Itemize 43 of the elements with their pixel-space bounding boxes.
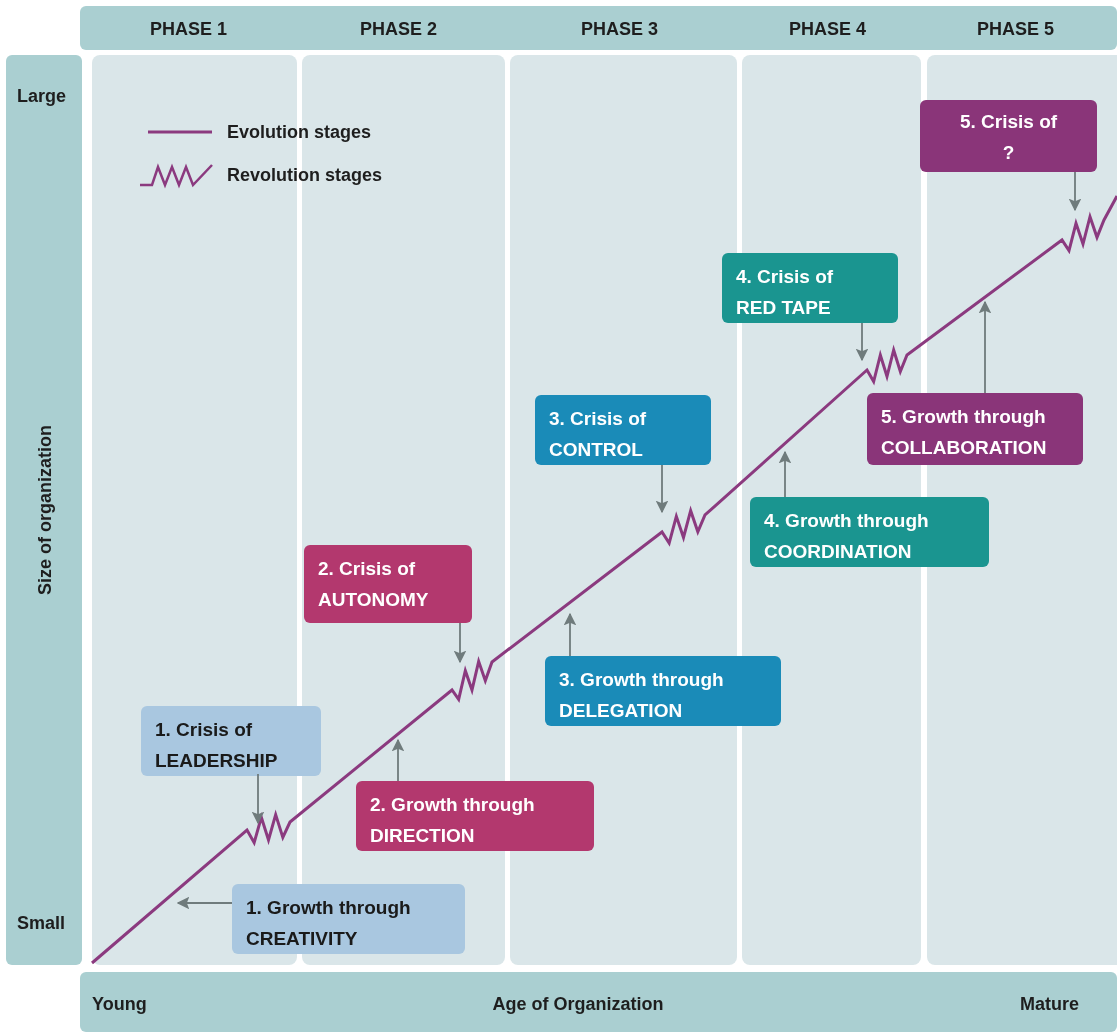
axis-label: Young — [92, 993, 147, 1015]
axis-label: Size of organization — [34, 425, 56, 595]
callout-box — [920, 100, 1097, 172]
axis-label: Mature — [1020, 993, 1079, 1015]
callout-box — [141, 706, 321, 776]
callout-text: 4. Crisis of RED TAPE — [736, 265, 835, 320]
leader-arrow — [391, 738, 405, 782]
callout-text: 4. Growth through COORDINATION — [764, 509, 930, 564]
callout-text: 3. Crisis of CONTROL — [549, 407, 648, 462]
leader-arrow — [176, 896, 233, 910]
phase-label: PHASE 5 — [977, 18, 1055, 40]
callout-box — [232, 884, 465, 954]
phase-label: PHASE 3 — [581, 18, 659, 40]
leader-arrow — [563, 612, 577, 657]
callout-box — [722, 253, 898, 323]
legend-text: Evolution stages — [227, 121, 372, 143]
callout-box — [535, 395, 711, 465]
leader-arrow — [453, 622, 467, 664]
callout-text: 5. Crisis of ? — [958, 110, 1059, 165]
callout-text: 1. Crisis of LEADERSHIP — [155, 718, 279, 773]
callout-box — [750, 497, 989, 567]
leader-arrow — [855, 322, 869, 362]
leader-arrow — [978, 300, 992, 394]
phase-label: PHASE 2 — [360, 18, 438, 40]
callout-text: 1. Growth through CREATIVITY — [246, 896, 412, 951]
callout-text: 5. Growth through COLLABORATION — [881, 405, 1048, 460]
callout-box — [304, 545, 472, 623]
axis-label: Age of Organization — [492, 993, 664, 1015]
callout-box — [867, 393, 1083, 465]
leader-arrow — [251, 773, 265, 825]
leader-arrow — [778, 450, 792, 498]
axis-label: Small — [17, 912, 66, 934]
callout-text: 3. Growth through DELEGATION — [559, 668, 725, 723]
callout-box — [356, 781, 594, 851]
phase-label: PHASE 4 — [789, 18, 867, 40]
callout-box — [545, 656, 781, 726]
axis-label: Large — [17, 85, 67, 107]
legend-text: Revolution stages — [227, 164, 383, 186]
phase-label: PHASE 1 — [150, 18, 228, 40]
callout-text: 2. Crisis of AUTONOMY — [318, 557, 430, 612]
leader-arrow — [1068, 171, 1082, 212]
leader-arrow — [655, 464, 669, 514]
callout-text: 2. Growth through DIRECTION — [370, 793, 536, 848]
